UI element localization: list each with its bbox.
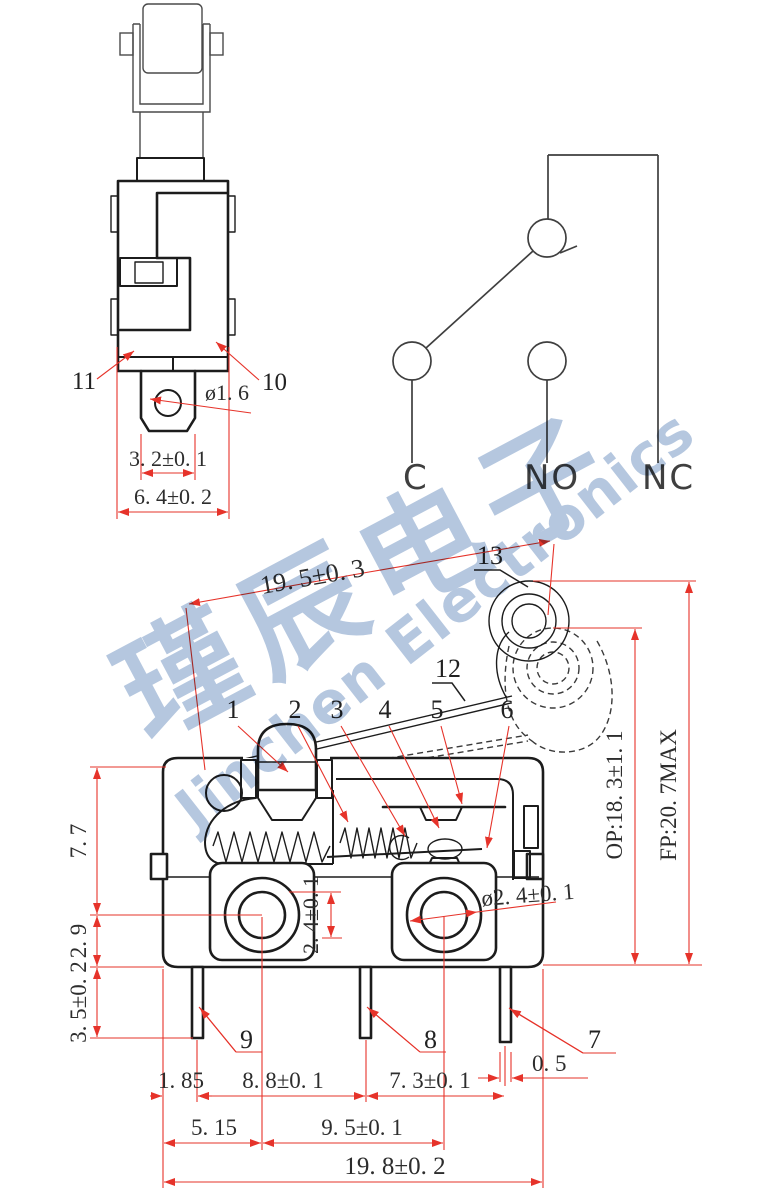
side-tab: [110, 298, 119, 336]
part-label-2: 2: [289, 695, 302, 724]
pin-nc: [498, 965, 513, 1044]
dim-left-mid: 2. 9: [66, 924, 91, 959]
pin-callouts: 9 8 7: [198, 1006, 616, 1054]
terminal-block: [513, 850, 531, 879]
moving-blade: [326, 848, 483, 858]
dim-row2-b: 9. 5±0. 1: [321, 1115, 403, 1140]
left-dimensions: 7. 7 2. 9 3. 5±0. 2: [66, 766, 262, 1043]
op-fp-dimensions: OP:18. 3±1. 1 FP:20. 7MAX: [533, 580, 702, 966]
terminal-label-no: NO: [524, 458, 580, 498]
pin-label-9: 9: [240, 1025, 253, 1054]
nc-contact-bump: [419, 806, 463, 821]
plunger-cap: [256, 722, 318, 792]
callout-13: 13: [477, 541, 503, 570]
dim-op: OP:18. 3±1. 1: [602, 731, 627, 860]
plunger: [240, 722, 333, 821]
plunger-guide-left: [240, 759, 257, 799]
roller-axle: [511, 603, 547, 639]
roller-bracket: [132, 23, 211, 113]
c-terminal-node: [392, 341, 432, 381]
common-contact-node: [527, 218, 567, 258]
front-view-dimensions: 3. 2±0. 1 6. 4±0. 2 11 10 ø1. 6: [72, 341, 287, 519]
stem-collar: [136, 157, 205, 182]
front-body-bottom-line: [118, 356, 228, 371]
terminal-label-c: C: [403, 458, 429, 498]
roller-mid: [501, 593, 557, 649]
pin-label-7: 7: [588, 1025, 601, 1054]
terminal-block: [523, 805, 539, 849]
part-label-6: 6: [501, 695, 514, 724]
pin-c: [190, 965, 205, 1040]
main-view: 13 12 1 2 3 4 5 6 19. 5±0. 3: [66, 538, 702, 1188]
callout-12: 12: [435, 654, 461, 683]
pin-label-8: 8: [424, 1025, 437, 1054]
terminal-tab: [139, 369, 197, 433]
dim-row2-a: 5. 15: [191, 1115, 237, 1140]
dim-pin-width: 0. 5: [532, 1051, 567, 1076]
dim-tab-width: 3. 2±0. 1: [129, 446, 207, 471]
roller-front: [142, 3, 203, 74]
main-spring: [212, 831, 331, 863]
roller-pin-right: [209, 32, 224, 56]
terminal-label-nc: NC: [642, 458, 695, 498]
inner-frame: [336, 778, 514, 880]
switch-blade-line: [425, 245, 578, 349]
front-body-window: [119, 257, 178, 287]
side-tab: [110, 195, 119, 233]
plunger-funnel: [257, 790, 317, 821]
front-body-window-inner: [134, 261, 164, 284]
dim-body-width: 6. 4±0. 2: [134, 484, 212, 509]
dim-hole-offset: 2. 4±0. 1: [298, 876, 323, 954]
no-terminal-node: [527, 341, 567, 381]
circuit-diagram: C NO NC: [392, 154, 695, 498]
callout-10: 10: [262, 369, 287, 396]
side-tab: [227, 298, 236, 336]
dim-fp: FP:20. 7MAX: [656, 729, 681, 861]
dim-left-bottom: 3. 5±0. 2: [66, 961, 91, 1043]
dim-row1-c: 7. 3±0. 1: [389, 1068, 471, 1093]
hole-dimensions: 2. 4±0. 1 ø2. 4±0. 1: [289, 876, 575, 954]
part-label-3: 3: [331, 695, 344, 724]
pin-no: [358, 965, 373, 1040]
dim-row1-b: 8. 8±0. 1: [242, 1068, 324, 1093]
dim-terminal-hole-dia: ø1. 6: [205, 380, 249, 405]
part-label-4: 4: [379, 695, 392, 724]
part-label-5: 5: [431, 695, 444, 724]
roller-pin-left: [119, 32, 134, 56]
side-tab: [227, 195, 236, 233]
callout-11: 11: [72, 368, 96, 395]
roller-outer: [488, 580, 570, 662]
lever-stem: [139, 112, 204, 158]
dim-row1-a: 1. 85: [158, 1068, 204, 1093]
latch-notch-left: [149, 852, 169, 881]
part-label-1: 1: [227, 695, 240, 724]
front-view: 3. 2±0. 1 6. 4±0. 2 11 10 ø1. 6: [72, 3, 287, 519]
bottom-dimensions: 1. 85 8. 8±0. 1 7. 3±0. 1 0. 5 5. 15 9. …: [150, 917, 588, 1188]
black-callouts: 13 12: [432, 541, 529, 702]
dim-left-top: 7. 7: [66, 824, 91, 859]
dim-row3: 19. 8±0. 2: [344, 1153, 445, 1180]
part-callouts: 1 2 3 4 5 6: [227, 695, 514, 849]
